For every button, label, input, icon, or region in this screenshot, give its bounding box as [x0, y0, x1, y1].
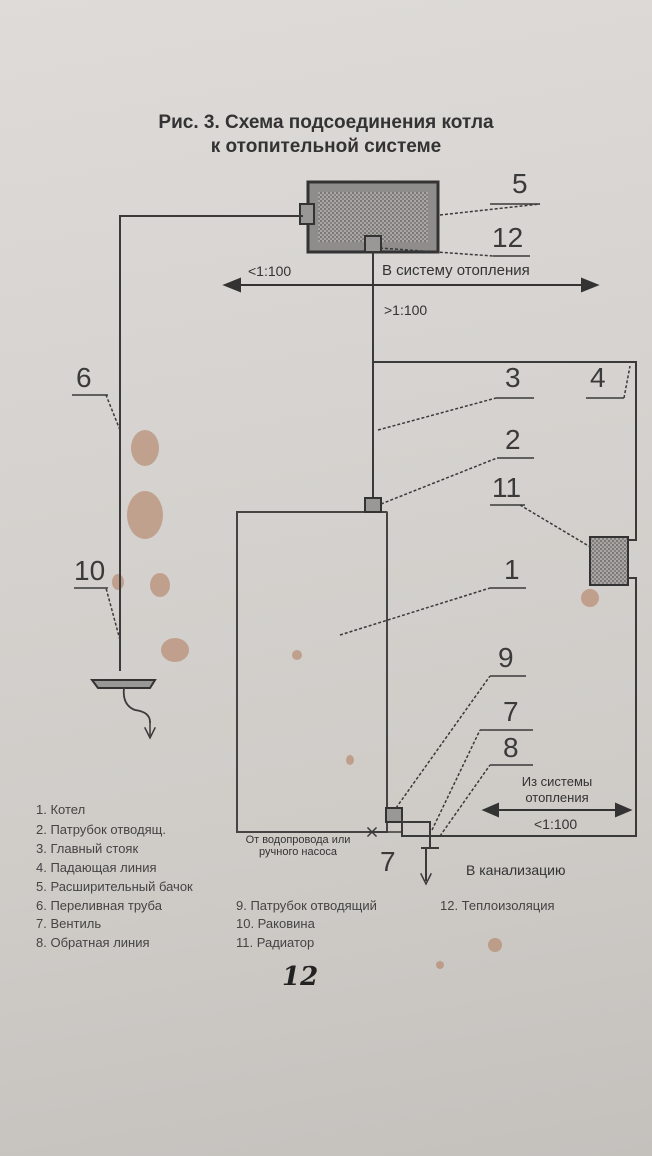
figure-subtitle: к отопительной системе: [210, 136, 442, 157]
supply-line: [372, 361, 637, 541]
legend-item: 11. Радиатор: [236, 935, 315, 950]
water-supply-label-2: ручного насоса: [259, 846, 337, 858]
return-line: [401, 577, 637, 837]
legend-item: 4. Падающая линия: [36, 860, 157, 875]
callout-2: 2: [505, 424, 521, 455]
from-system-label-1: Из системы: [521, 774, 593, 789]
callout-1: 1: [504, 554, 520, 585]
slope-bottom-label: <1:100: [534, 816, 578, 832]
callout-7-valve: 7: [380, 846, 396, 877]
callout-10: 10: [74, 555, 106, 586]
to-system-label: В систему отопления: [382, 262, 530, 279]
page-number: 12: [282, 962, 319, 992]
water-supply-label-1: От водопровода или: [245, 834, 351, 846]
figure-title: Рис. 3. Схема подсоединения котла: [158, 112, 494, 133]
legend-item: 6. Переливная труба: [36, 898, 162, 913]
callout-12: 12: [492, 222, 524, 253]
overflow-pipe: [119, 215, 303, 671]
legend-item: 12. Теплоизоляция: [440, 898, 555, 913]
legend-item: 2. Патрубок отводящ.: [36, 822, 166, 837]
slope-riser-label: >1:100: [384, 302, 428, 318]
legend-item: 10. Раковина: [236, 916, 315, 931]
boiler: [236, 511, 388, 833]
callout-5: 5: [512, 168, 528, 199]
legend-item: 1. Котел: [36, 802, 86, 817]
slope-top-label: <1:100: [248, 263, 292, 279]
callout-11: 11: [492, 472, 522, 503]
callout-7: 7: [503, 696, 519, 727]
radiator: [589, 536, 629, 586]
from-system-label-2: отопления: [525, 790, 589, 805]
callout-3: 3: [505, 362, 521, 393]
callout-9: 9: [498, 642, 514, 673]
legend-item: 7. Вентиль: [36, 916, 102, 931]
callout-4: 4: [590, 362, 606, 393]
legend-item: 5. Расширительный бачок: [36, 879, 193, 894]
sewer-label: В канализацию: [466, 862, 566, 878]
callout-6: 6: [76, 362, 92, 393]
sink-icon: [90, 679, 157, 689]
stains: [112, 430, 599, 969]
legend-item: 9. Патрубок отводящий: [236, 898, 377, 913]
callout-8: 8: [503, 732, 519, 763]
legend-item: 8. Обратная линия: [36, 935, 150, 950]
legend-item: 3. Главный стояк: [36, 841, 139, 856]
